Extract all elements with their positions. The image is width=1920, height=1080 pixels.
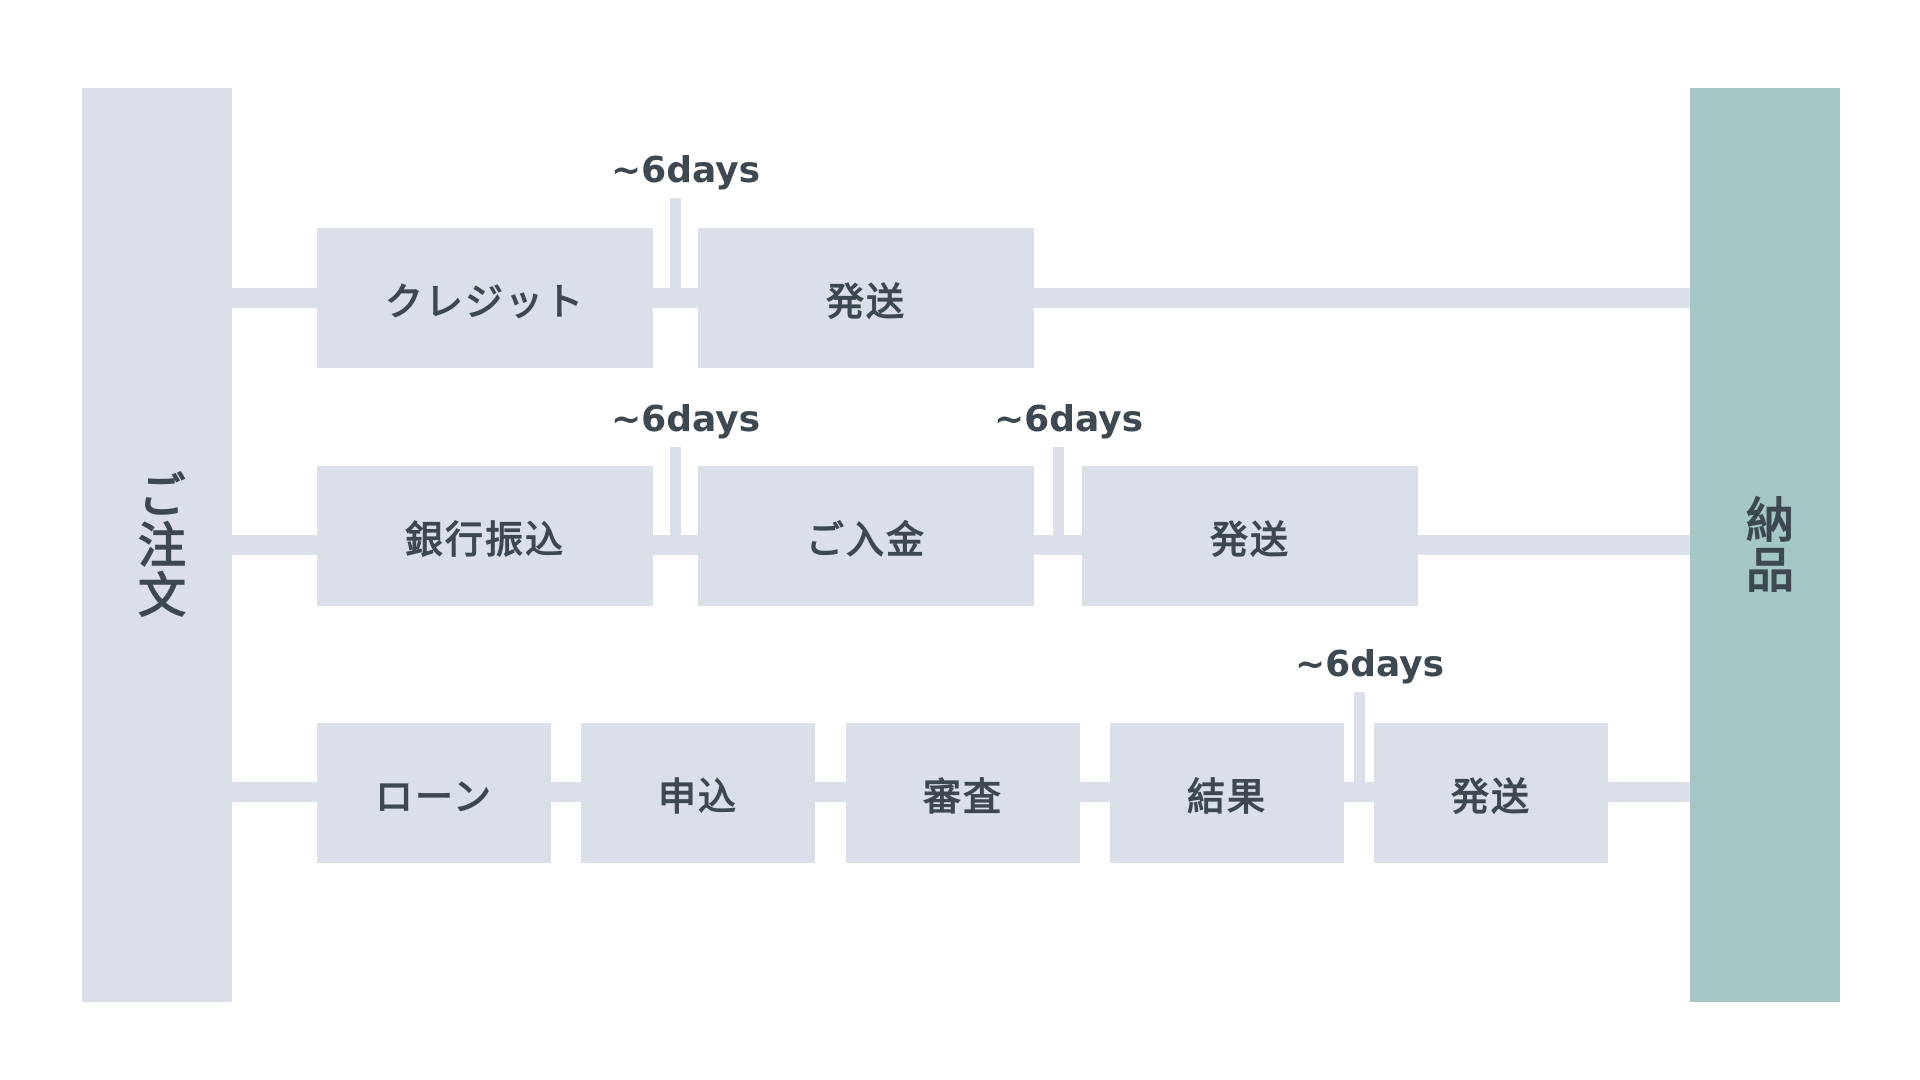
delivery-bar: 納品 [1690,88,1840,1002]
step-box: 銀行振込 [317,466,653,606]
duration-label: ~6days [611,399,761,440]
duration-label: ~6days [611,150,761,191]
duration-tick [670,198,681,288]
order-label: ご注文 [129,470,185,620]
step-box: 発送 [1082,466,1418,606]
delivery-label: 納品 [1737,495,1793,595]
step-box: クレジット [317,228,653,368]
step-box: ご入金 [698,466,1034,606]
duration-label: ~6days [994,399,1144,440]
step-box: 申込 [581,723,815,863]
duration-tick [1053,447,1064,535]
step-box: 審査 [846,723,1080,863]
step-box: 発送 [698,228,1034,368]
step-box: 発送 [1374,723,1608,863]
duration-tick [1354,692,1365,782]
step-box: 結果 [1110,723,1344,863]
duration-tick [670,447,681,535]
duration-label: ~6days [1295,644,1445,685]
order-bar: ご注文 [82,88,232,1002]
step-box: ローン [317,723,551,863]
